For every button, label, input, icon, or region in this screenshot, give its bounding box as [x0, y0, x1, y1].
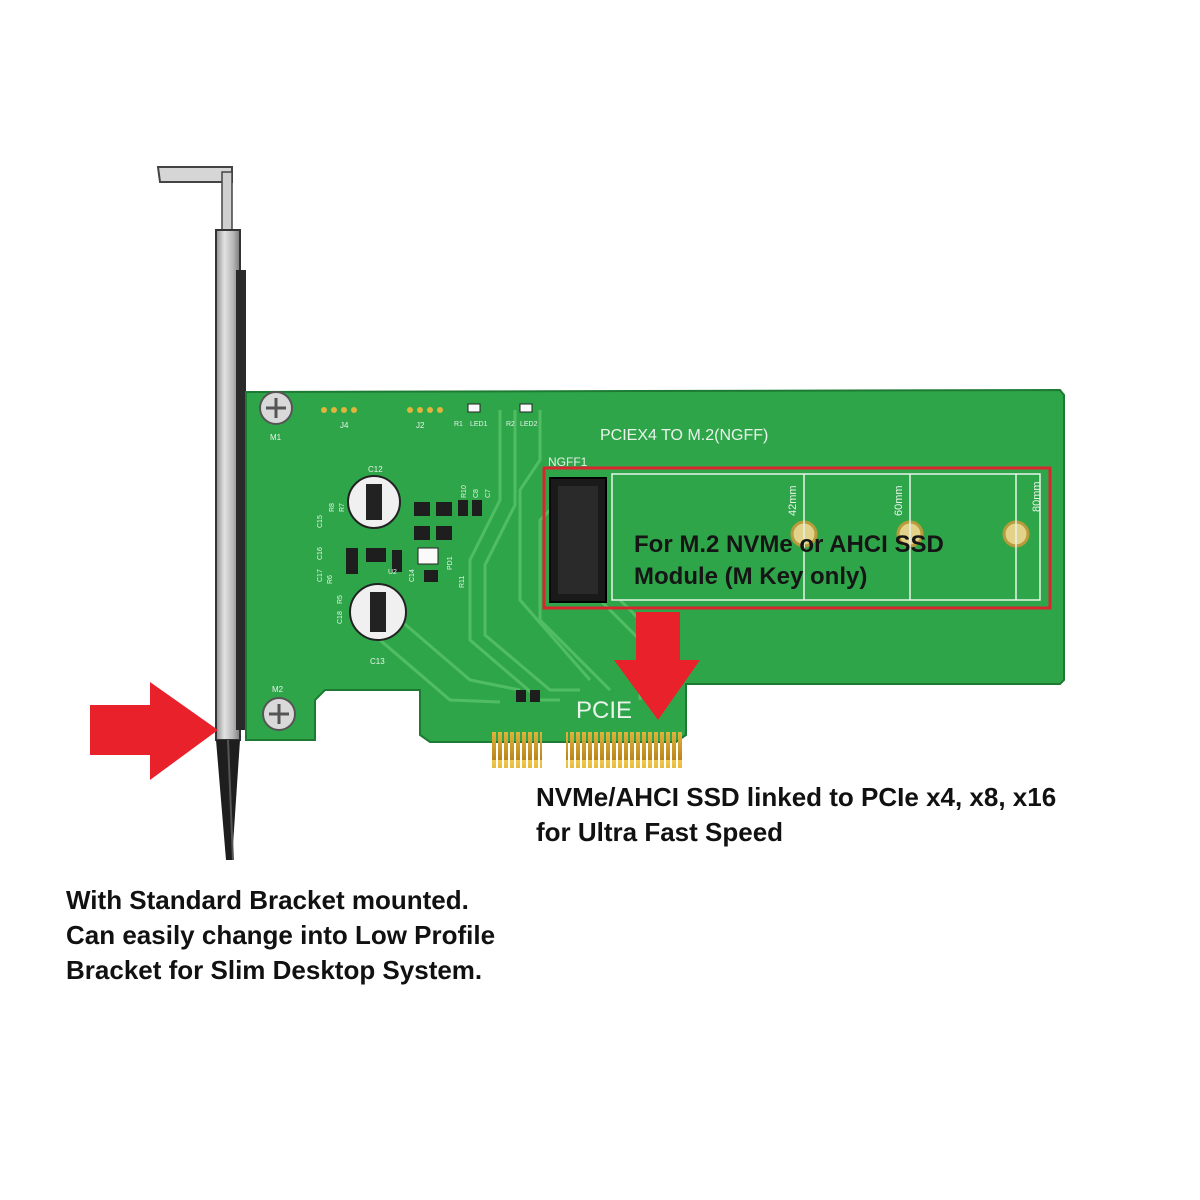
- slot-label-silk: NGFF1: [548, 455, 588, 469]
- slot-length-42: 42mm: [787, 485, 799, 516]
- m2-socket: [549, 477, 607, 603]
- capacitor-c12: [347, 475, 401, 529]
- pci-bracket: [156, 166, 246, 861]
- ref-r6: R6: [327, 575, 334, 584]
- ref-j2: J2: [416, 421, 425, 430]
- ref-r2: R2: [506, 421, 515, 428]
- ref-r7: R7: [339, 503, 346, 512]
- ref-m2: M2: [272, 685, 284, 694]
- screw-bottom: [262, 697, 296, 731]
- bracket-caption-line-3: Bracket for Slim Desktop System.: [66, 955, 483, 985]
- bracket-caption: With Standard Bracket mounted. Can easil…: [66, 883, 495, 988]
- silkscreen: PCIEX4 TO M.2(NGFF) PCIE NGFF1 42mm 60mm…: [270, 421, 1043, 724]
- ref-c16: C16: [317, 547, 324, 560]
- ref-r1: R1: [454, 421, 463, 428]
- gold-fingers: [492, 732, 682, 768]
- ref-pd1: PD1: [447, 556, 454, 570]
- slot-length-60: 60mm: [893, 485, 905, 516]
- m2-callout-line-2: Module (M Key only): [634, 563, 867, 590]
- pcie-caption-line-2: for Ultra Fast Speed: [536, 817, 784, 847]
- ref-m1: M1: [270, 433, 282, 442]
- ref-c8: C8: [473, 489, 480, 498]
- ref-r5: R5: [337, 595, 344, 604]
- ref-c17: C17: [317, 569, 324, 582]
- slot-length-80: 80mm: [1031, 481, 1043, 512]
- ref-c7: C7: [485, 489, 492, 498]
- bracket-caption-line-2: Can easily change into Low Profile: [66, 920, 496, 950]
- ref-r8: R8: [329, 503, 336, 512]
- edge-label-silk: PCIE: [576, 697, 632, 724]
- ref-j4: J4: [340, 421, 349, 430]
- length-markers: [611, 473, 1041, 601]
- ref-u2: U2: [388, 569, 397, 576]
- pin-headers: [321, 407, 443, 413]
- ref-c18: C18: [337, 611, 344, 624]
- pcie-caption-line-1: NVMe/AHCI SSD linked to PCIe x4, x8, x16: [536, 782, 1057, 812]
- arrow-right-bracket: [90, 682, 218, 780]
- ref-c12: C12: [368, 465, 383, 474]
- ref-led1: LED1: [470, 421, 488, 428]
- arrow-down-pcie: [614, 612, 700, 720]
- ref-c14: C14: [409, 569, 416, 582]
- ref-c15: C15: [317, 515, 324, 528]
- smd-components: [346, 403, 540, 702]
- capacitor-c13: [349, 583, 407, 641]
- board-title-silk: PCIEX4 TO M.2(NGFF): [600, 427, 768, 444]
- pcie-caption: NVMe/AHCI SSD linked to PCIe x4, x8, x16…: [536, 780, 1056, 850]
- m2-highlight-box: [542, 466, 1052, 610]
- m2-callout: For M.2 NVMe or AHCI SSD Module (M Key o…: [542, 466, 1052, 610]
- ref-r10: R10: [461, 485, 468, 498]
- screw-top: [259, 391, 293, 425]
- m2-callout-line-1: For M.2 NVMe or AHCI SSD: [634, 531, 944, 558]
- ref-c13: C13: [370, 657, 385, 666]
- bracket-caption-line-1: With Standard Bracket mounted.: [66, 885, 469, 915]
- ref-led2: LED2: [520, 421, 538, 428]
- ref-r11: R11: [459, 576, 466, 588]
